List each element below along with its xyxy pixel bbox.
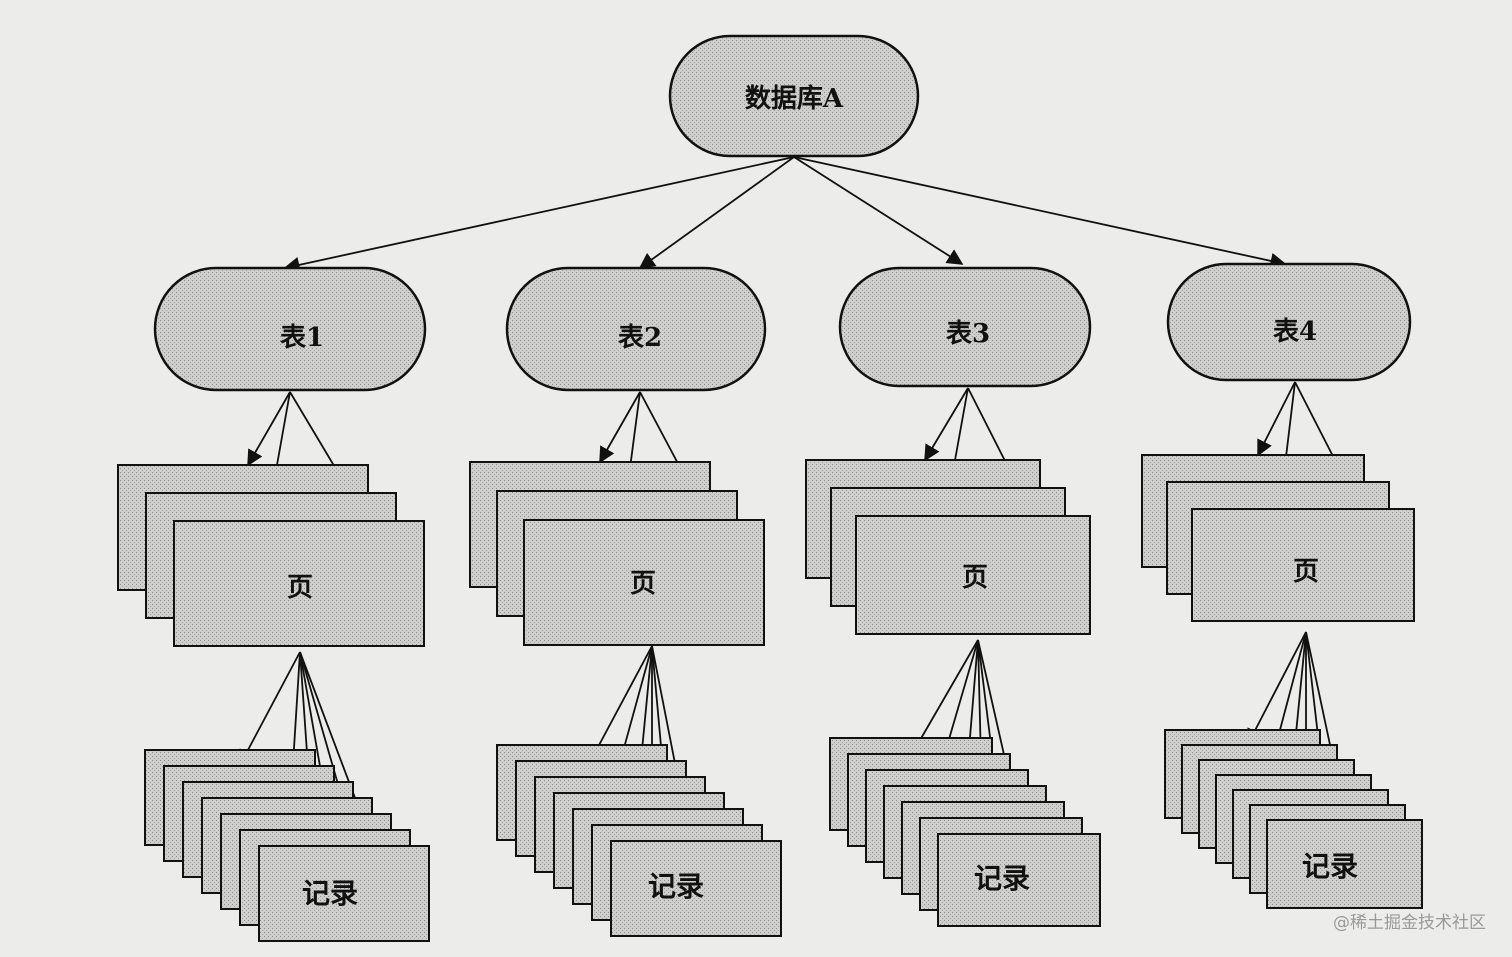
table-label: 表1 [280, 323, 324, 353]
record-label-2: 记录 [648, 870, 704, 903]
table-node-3: 表3 [838, 266, 1092, 388]
connector-arrow [638, 156, 795, 269]
table-label: 表3 [946, 319, 990, 349]
connector-arrow [247, 391, 291, 467]
page-label-2: 页 [630, 569, 656, 599]
connector-arrow [924, 387, 969, 462]
page-label-3: 页 [962, 563, 988, 593]
page-label-1: 页 [287, 573, 313, 603]
table-node-2: 表2 [505, 266, 767, 392]
connector-arrow [793, 156, 1287, 269]
table-node-1: 表1 [153, 266, 427, 392]
record-sheet [610, 840, 782, 937]
database-label: 数据库A [745, 84, 844, 114]
connector-arrow [1257, 381, 1296, 457]
table-label: 表2 [618, 323, 662, 353]
table-node-4: 表4 [1166, 262, 1412, 382]
connector-arrow [911, 639, 979, 756]
connector-arrow [793, 156, 964, 265]
connector-arrow [1247, 631, 1307, 746]
database-node-shape [668, 34, 920, 158]
page-label-4: 页 [1293, 557, 1319, 587]
record-sheet [1266, 819, 1423, 909]
record-label-3: 记录 [974, 862, 1030, 895]
table-node-shape [1166, 262, 1412, 382]
watermark-text: @稀土掘金技术社区 [1333, 913, 1486, 933]
record-label-1: 记录 [302, 877, 358, 910]
connector-arrow [239, 651, 301, 767]
table-node-shape [838, 266, 1092, 388]
connector-arrow [589, 645, 653, 764]
node-layer [117, 454, 1423, 942]
page-sheet [1191, 508, 1415, 622]
table-node-shape [505, 266, 767, 392]
record-sheet [258, 845, 430, 942]
connector-arrow [283, 156, 795, 273]
page-sheet [173, 520, 425, 647]
page-sheet [855, 515, 1091, 635]
record-label-4: 记录 [1302, 850, 1358, 883]
database-node: 数据库A [668, 34, 920, 158]
connector-arrow [599, 391, 641, 464]
table-label: 表4 [1273, 317, 1317, 347]
table-node-shape [153, 266, 427, 392]
page-sheet [523, 519, 765, 646]
record-sheet [937, 833, 1101, 927]
